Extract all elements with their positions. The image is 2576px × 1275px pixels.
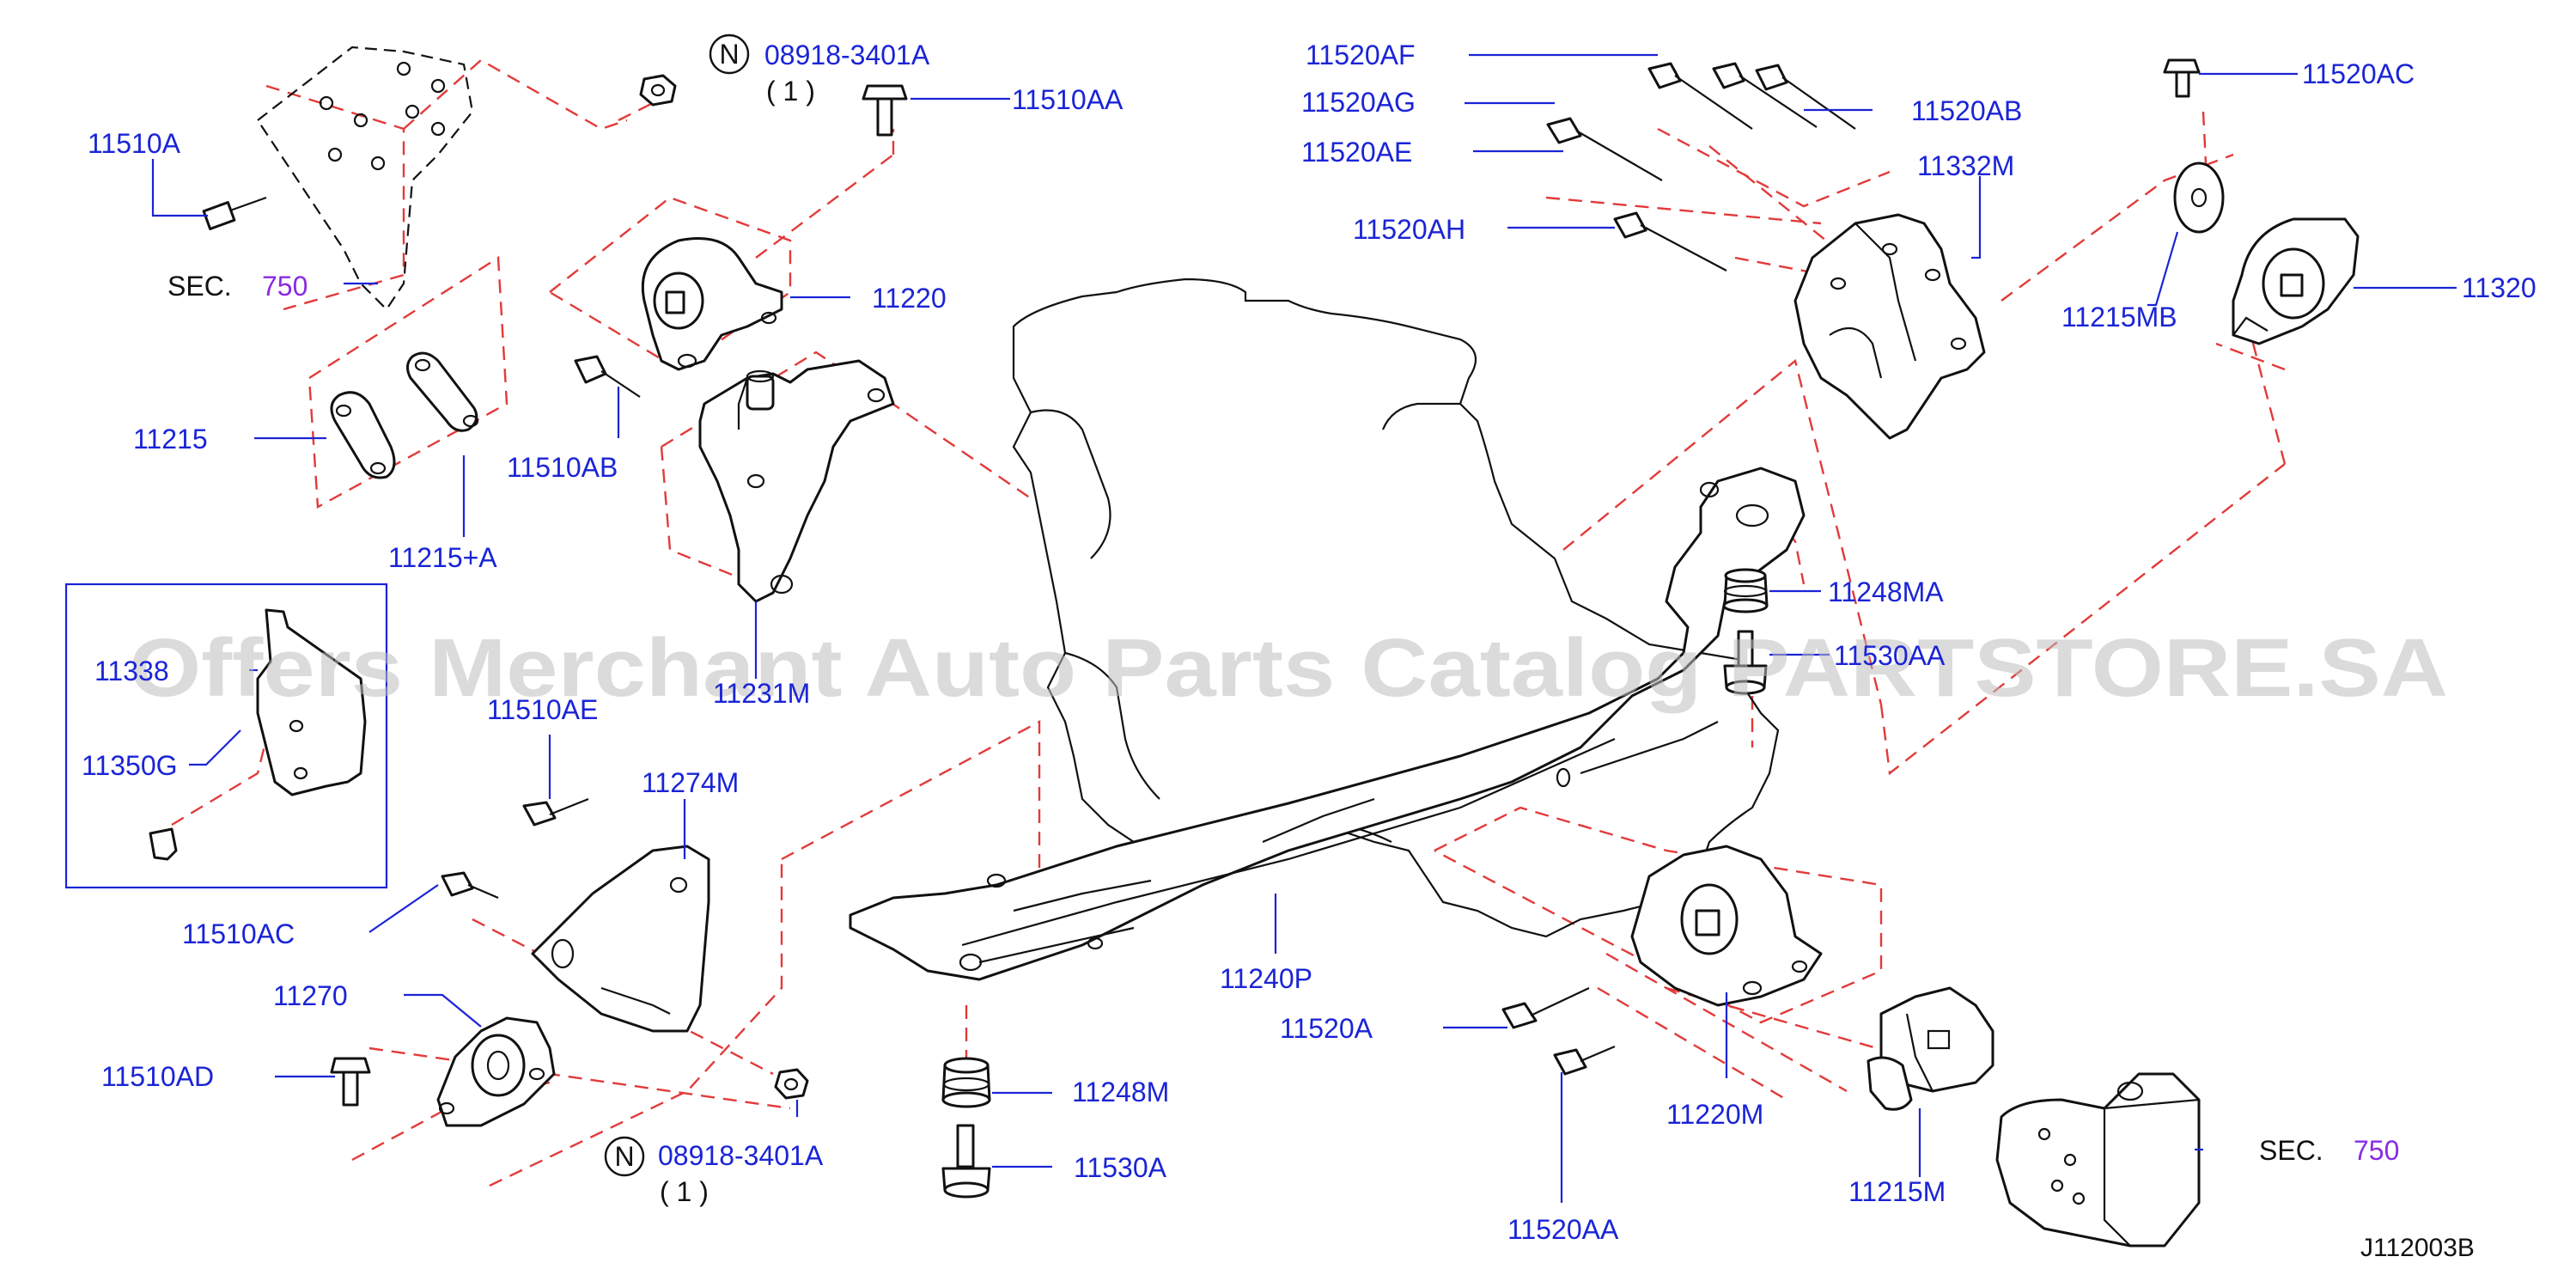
label-11248M[interactable]: 11248M xyxy=(1072,1077,1169,1107)
bolt-11510AC xyxy=(441,871,499,900)
label-11510AD[interactable]: 11510AD xyxy=(101,1061,214,1092)
mount-11220 xyxy=(641,237,783,371)
insulator-11248M xyxy=(941,1057,991,1108)
insulator-11215M xyxy=(1867,986,1994,1111)
label-11270[interactable]: 11270 xyxy=(273,980,348,1011)
bolt-11510AA xyxy=(862,84,908,137)
label-11240P[interactable]: 11240P xyxy=(1220,963,1312,994)
label-11510A[interactable]: 11510A xyxy=(88,128,181,159)
n-symbol-bottom: N xyxy=(614,1141,634,1172)
crossmember-11240P xyxy=(849,467,1806,981)
label-11520AG[interactable]: 11520AG xyxy=(1301,87,1416,118)
bracket-11231M xyxy=(698,359,895,603)
left-bracket-sec750 xyxy=(256,46,474,311)
label-sec-left-num[interactable]: 750 xyxy=(262,271,308,302)
bracket-11332M xyxy=(1793,213,1986,440)
assembly-dashed-outlines xyxy=(171,58,2287,1187)
diagram-reference-code: J112003B xyxy=(2360,1234,2475,1262)
nut-08918-top xyxy=(639,74,677,107)
label-11520A[interactable]: 11520A xyxy=(1280,1013,1373,1044)
plate-11215A xyxy=(406,351,479,432)
label-11231M[interactable]: 11231M xyxy=(713,678,810,709)
label-sec-right-prefix: SEC. xyxy=(2259,1135,2323,1166)
label-nut-bottom-code[interactable]: 08918-3401A xyxy=(658,1140,824,1171)
label-11530A[interactable]: 11530A xyxy=(1074,1152,1167,1183)
bolt-11510A xyxy=(202,196,267,230)
insulator-11248MA xyxy=(1722,568,1769,613)
plate-11215 xyxy=(330,391,396,479)
label-11520AC[interactable]: 11520AC xyxy=(2302,58,2415,89)
watermark-text: Offers Merchant Auto Parts Catalog PARTS… xyxy=(129,622,2448,714)
bolt-11530A xyxy=(941,1124,991,1199)
label-11520AF[interactable]: 11520AF xyxy=(1306,40,1416,70)
bolt-11510AD xyxy=(330,1057,371,1107)
bolts-11520-right-top xyxy=(1546,58,2201,271)
washer-11215MB xyxy=(2173,162,2225,234)
label-11215[interactable]: 11215 xyxy=(133,424,208,454)
bolt-11520AA xyxy=(1553,1045,1616,1076)
label-11332M[interactable]: 11332M xyxy=(1917,150,2014,181)
label-11215MB[interactable]: 11215MB xyxy=(2061,302,2177,332)
label-11220[interactable]: 11220 xyxy=(872,283,947,314)
mount-11320 xyxy=(2232,217,2360,345)
label-11510AC[interactable]: 11510AC xyxy=(182,918,295,949)
label-11520AE[interactable]: 11520AE xyxy=(1301,137,1412,168)
label-11215M[interactable]: 11215M xyxy=(1848,1176,1946,1207)
label-nut-top-qty: ( 1 ) xyxy=(766,76,815,107)
mount-11270 xyxy=(436,1016,556,1127)
engine-block-outline xyxy=(1012,278,1780,938)
sec750-right-block xyxy=(1995,1072,2201,1248)
label-11520AA[interactable]: 11520AA xyxy=(1507,1214,1619,1245)
mount-11220M xyxy=(1630,845,1823,1007)
label-sec-left-prefix: SEC. xyxy=(167,271,232,302)
label-11320[interactable]: 11320 xyxy=(2462,272,2536,303)
leader-lines xyxy=(151,53,2457,1203)
label-11274M[interactable]: 11274M xyxy=(642,767,739,798)
part-labels: 11510A SEC. 750 N 08918-3401A ( 1 ) 1151… xyxy=(82,34,2536,1262)
label-11248MA[interactable]: 11248MA xyxy=(1828,576,1944,607)
bracket-11274M xyxy=(531,845,710,1033)
label-nut-bottom-qty: ( 1 ) xyxy=(660,1176,709,1207)
label-11510AA[interactable]: 11510AA xyxy=(1012,84,1124,115)
n-symbol-top: N xyxy=(719,39,739,70)
label-nut-top-code[interactable]: 08918-3401A xyxy=(764,40,930,70)
label-11215A[interactable]: 11215+A xyxy=(388,542,497,573)
inset-box-11338 xyxy=(64,583,388,889)
bolt-11510AB xyxy=(574,355,641,398)
bolt-11510AE xyxy=(522,797,589,827)
label-11510AE[interactable]: 11510AE xyxy=(487,694,598,725)
nut-08918-bottom xyxy=(774,1068,809,1100)
n-circle-bottom xyxy=(604,1136,645,1177)
label-11530AA[interactable]: 11530AA xyxy=(1834,640,1946,671)
label-sec-right-num[interactable]: 750 xyxy=(2354,1135,2399,1166)
label-11338[interactable]: 11338 xyxy=(94,656,169,686)
label-11220M[interactable]: 11220M xyxy=(1666,1099,1763,1130)
bolt-11530AA xyxy=(1723,630,1768,695)
label-11520AH[interactable]: 11520AH xyxy=(1353,214,1465,245)
label-11510AB[interactable]: 11510AB xyxy=(507,452,618,483)
bolt-11520A xyxy=(1501,987,1590,1029)
n-circle-top xyxy=(709,34,750,75)
label-11520AB[interactable]: 11520AB xyxy=(1911,95,2022,126)
label-11350G[interactable]: 11350G xyxy=(82,750,178,781)
